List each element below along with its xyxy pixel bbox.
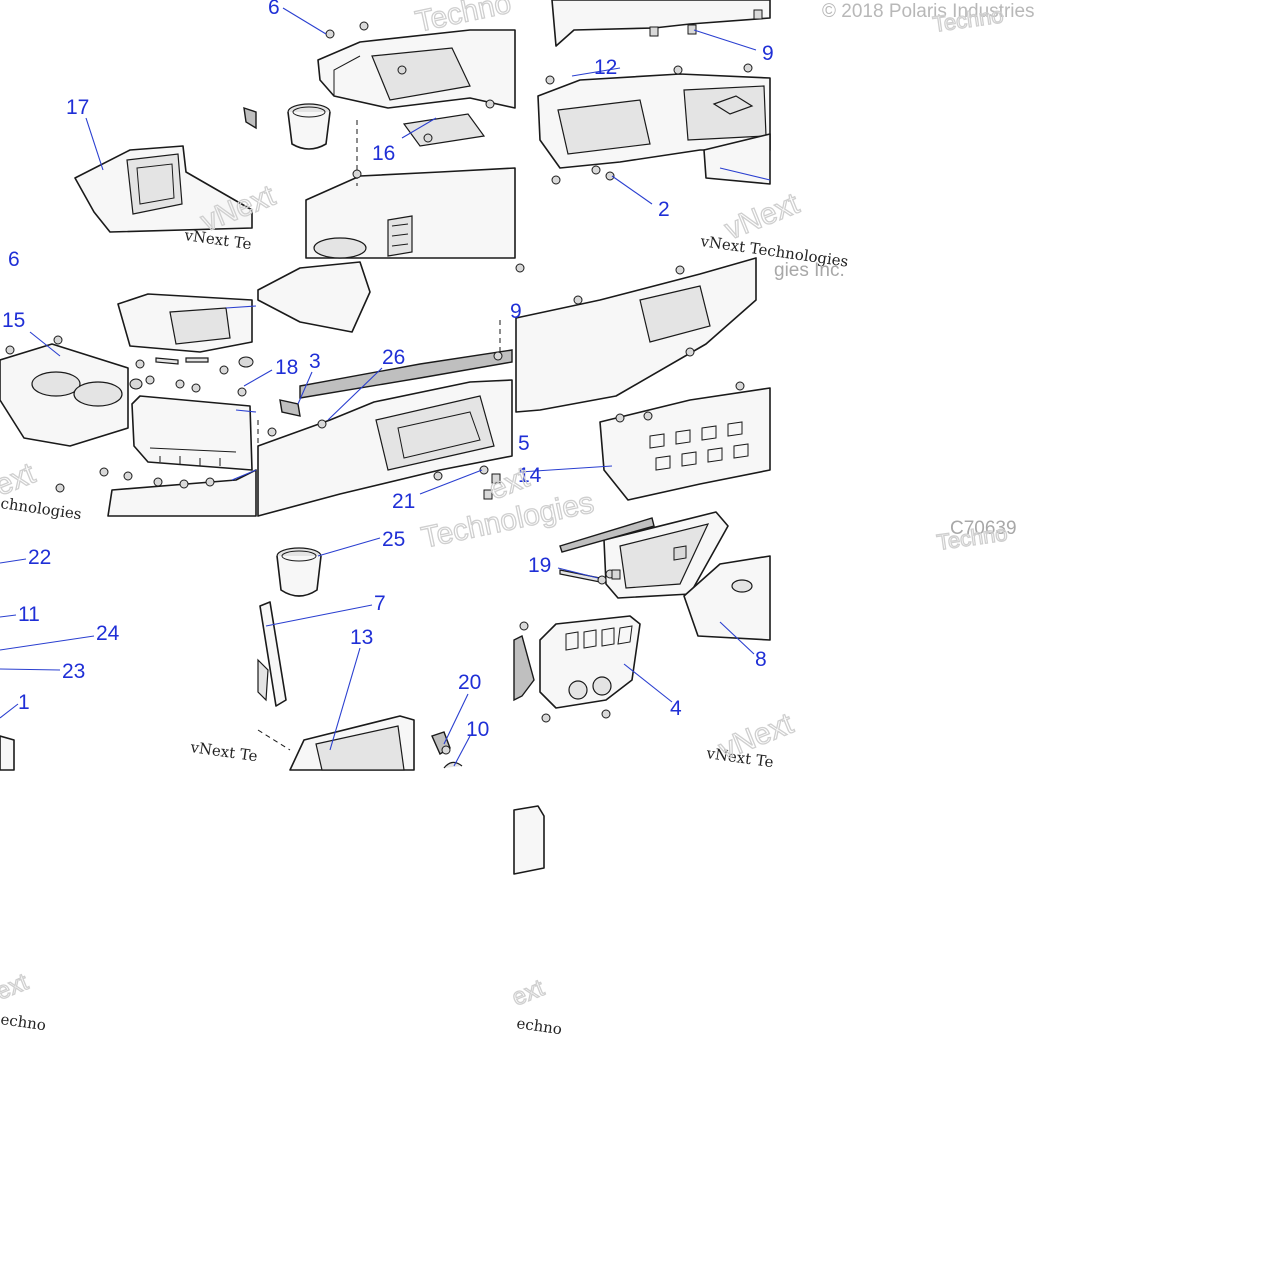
- part-5-dash-panel-front: [257, 379, 513, 517]
- callout-4: 4: [670, 697, 682, 720]
- watermark-ghost-vnext-tile02: vNext: [720, 187, 804, 247]
- callout-8: 8: [755, 648, 767, 671]
- callout-17: 17: [66, 96, 89, 119]
- callout-9-b: 9: [510, 300, 522, 323]
- callout-numbers: 17 6 16 12 9 2 6 15 18 3 26 9 5 21 14 22…: [2, 0, 774, 741]
- part-3-mounting-bracket: [257, 261, 371, 417]
- callout-23: 23: [62, 660, 85, 683]
- callout-24: 24: [96, 622, 120, 645]
- part-9-dash-crossbeam: [515, 257, 757, 413]
- callout-5: 5: [518, 432, 530, 455]
- callout-13: 13: [350, 626, 373, 649]
- callout-18: 18: [275, 356, 298, 379]
- callout-12: 12: [594, 56, 617, 79]
- part-13-gauge-cover: [289, 715, 415, 771]
- part-glove-box-door: [603, 511, 729, 599]
- part-17-gauge-bezel: [74, 145, 253, 233]
- watermark-ghost-ext-tile32: ext: [508, 974, 548, 1011]
- callout-16: 16: [372, 142, 395, 165]
- callout-11: 11: [18, 603, 40, 626]
- part-storage-box-flap: [703, 133, 771, 185]
- part-2-dash-frame: [537, 73, 771, 169]
- callout-7: 7: [374, 592, 386, 615]
- callout-2: 2: [658, 198, 670, 221]
- part-9-top-bracket: [551, 0, 771, 47]
- part-glove-box-bin: [131, 395, 253, 471]
- part-lid-upper: [117, 293, 253, 353]
- part-left-bracket: [513, 634, 535, 702]
- leader-lines: [0, 7, 771, 767]
- screws-row-tile10: [155, 357, 209, 365]
- part-lower-tray: [107, 469, 257, 517]
- callout-1: 1: [18, 691, 30, 714]
- part-1-end-cap: [0, 735, 15, 771]
- callout-25: 25: [382, 528, 405, 551]
- callout-3: 3: [309, 350, 321, 373]
- watermark-chnologies-tile10: chnologies: [0, 494, 83, 523]
- callout-9: 9: [762, 42, 774, 65]
- copyright-notice: © 2018 Polaris Industries: [822, 1, 1035, 22]
- part-25-cup-holder: [276, 547, 322, 597]
- part-6-upper-dash-panel: [317, 29, 516, 109]
- callout-10: 10: [466, 718, 489, 741]
- watermark-ghost-techno-right: Techno: [935, 520, 1009, 555]
- part-hinge-strip: [559, 517, 655, 553]
- part-10-grommet: [443, 761, 463, 769]
- watermark-echno-tile32: echno: [515, 1014, 563, 1038]
- callout-19: 19: [528, 554, 551, 577]
- part-lower-dash-housing: [305, 167, 516, 259]
- part-8-side-panel: [683, 555, 771, 641]
- part-25-cup-holder-upper: [287, 103, 331, 150]
- callout-6: 6: [268, 0, 280, 19]
- part-14-switch-panel-housing: [599, 387, 771, 501]
- watermark-gies-inc: gies Inc.: [774, 260, 845, 281]
- part-4-switch-bezel: [539, 615, 641, 709]
- part-7-side-trim: [257, 601, 287, 707]
- screw-hardware: [5, 9, 763, 755]
- watermark-echno-tile30: echno: [0, 1010, 47, 1034]
- callout-14: 14: [518, 464, 542, 487]
- callout-15: 15: [2, 309, 25, 332]
- watermark-ghost-ext-tile30: ext: [0, 968, 32, 1005]
- callout-20: 20: [458, 671, 481, 694]
- callout-26: 26: [382, 346, 405, 369]
- watermark-brand-tile21: vNext Te: [188, 738, 258, 765]
- part-end-panel-lower: [513, 805, 545, 875]
- screw-19: [559, 569, 607, 585]
- part-26-frame-rail: [299, 349, 513, 399]
- part-bracket-edge-tile00: [243, 106, 257, 130]
- drawing-code: C70639: [950, 518, 1017, 539]
- part-15-center-console: [0, 343, 129, 447]
- callout-6-b: 6: [8, 248, 20, 271]
- callout-22: 22: [28, 546, 51, 569]
- callout-21: 21: [392, 490, 415, 513]
